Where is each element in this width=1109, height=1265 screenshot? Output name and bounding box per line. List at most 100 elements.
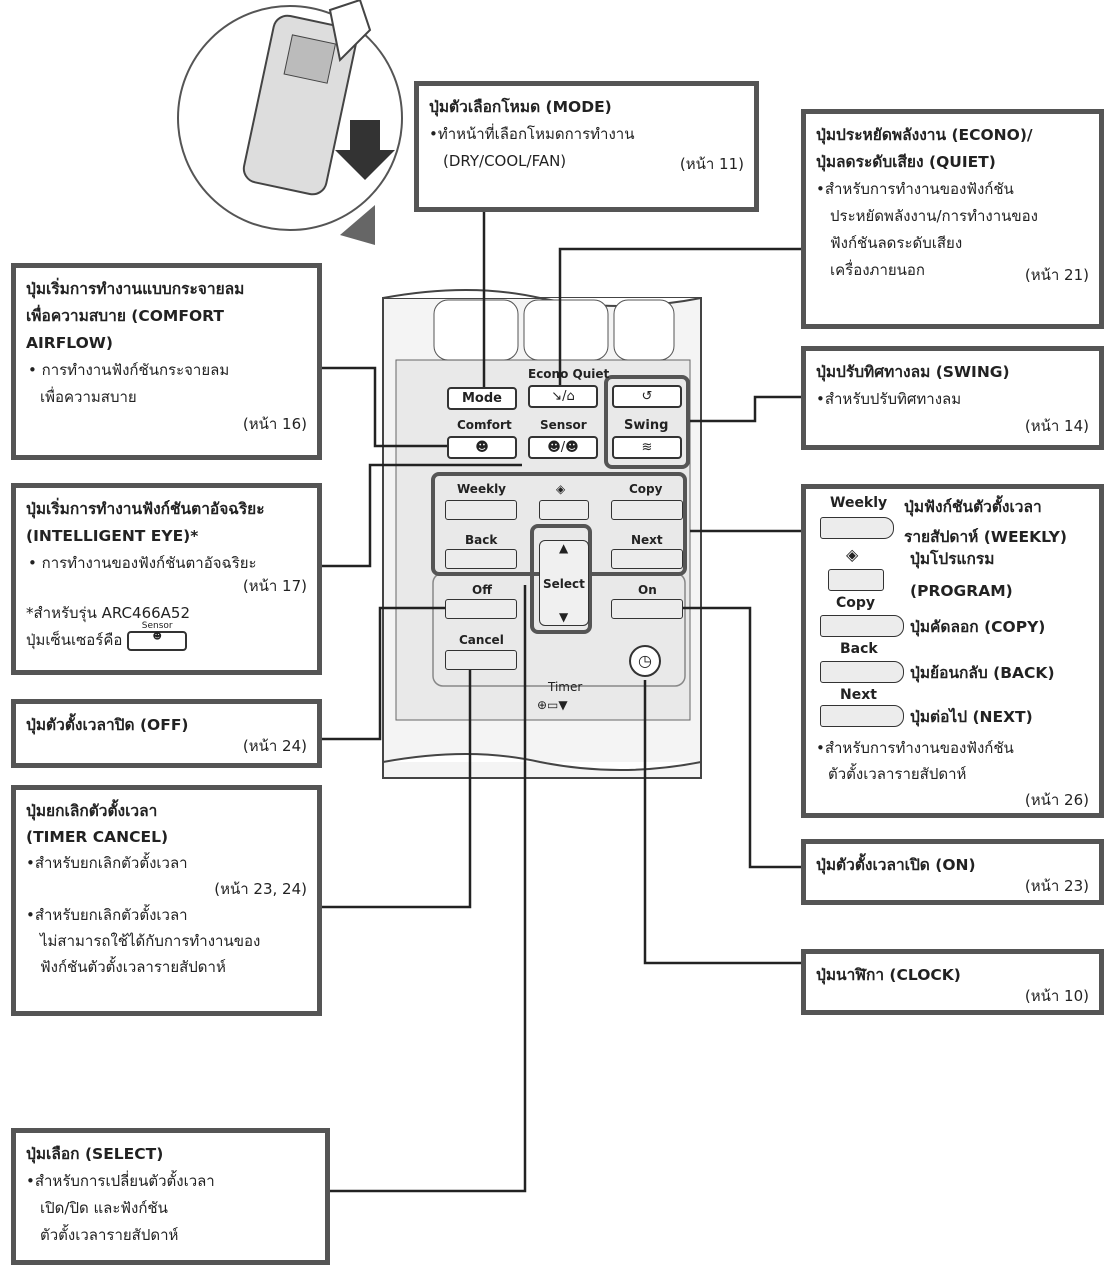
- eye-desc: • การทำงานของฟังก์ชันตาอัจฉริยะ: [28, 554, 257, 572]
- timer-cancel-callout: ปุ่มยกเลิกตัวตั้งเวลา (TIMER CANCEL) •สำ…: [11, 785, 322, 1016]
- comfort-title-1: ปุ่มเริ่มการทำงานแบบกระจายลม: [26, 280, 245, 298]
- econo-quiet-callout: ปุ่มประหยัดพลังงาน (ECONO)/ ปุ่มลดระดับเ…: [801, 109, 1104, 329]
- weekly-legend-callout: Weekly ปุ่มฟังก์ชันตัวตั้งเวลา รายสัปดาห…: [801, 484, 1104, 818]
- legend-weekly-desc-2: รายสัปดาห์ (WEEKLY): [904, 528, 1067, 546]
- swing-desc: •สำหรับปรับทิศทางลม: [816, 390, 962, 408]
- on-timer-button[interactable]: [611, 599, 683, 619]
- econo-quiet-button[interactable]: ↘/⌂: [528, 385, 598, 408]
- cancel-desc-3: ไม่สามารถใช้ได้กับการทำงานของ: [40, 932, 261, 950]
- legend-copy-key: [820, 615, 904, 637]
- cancel-desc-2: •สำหรับยกเลิกตัวตั้งเวลา: [26, 906, 188, 924]
- next-button[interactable]: [611, 549, 683, 569]
- econo-desc-2: ประหยัดพลังงาน/การทำงานของ: [830, 207, 1038, 225]
- select-label: Select: [543, 577, 585, 591]
- on-title: ปุ่มตัวตั้งเวลาเปิด (ON): [816, 856, 976, 874]
- cancel-title-2: (TIMER CANCEL): [26, 828, 169, 846]
- battery-icon: ⊕▭▼: [537, 698, 568, 712]
- legend-next-key-label: Next: [840, 687, 877, 703]
- cancel-timer-button[interactable]: [445, 650, 517, 670]
- clock-button[interactable]: ◷: [629, 645, 661, 677]
- eye-page: (หน้า 17): [242, 577, 307, 595]
- timer-label: Timer: [548, 680, 583, 694]
- swing-page: (หน้า 14): [1024, 417, 1089, 435]
- legend-back-key: [820, 661, 904, 683]
- on-label: On: [638, 583, 657, 597]
- off-title: ปุ่มตัวตั้งเวลาปิด (OFF): [26, 716, 189, 734]
- mode-button[interactable]: Mode: [447, 387, 517, 410]
- legend-copy-desc: ปุ่มคัดลอก (COPY): [910, 618, 1046, 636]
- econo-desc-3: ฟังก์ชันลดระดับเสียง: [830, 234, 963, 252]
- comfort-title-3: AIRFLOW): [26, 334, 113, 352]
- swing-label: Swing: [624, 418, 669, 433]
- econo-desc-1: •สำหรับการทำงานของฟังก์ชัน: [816, 180, 1014, 198]
- eye-title-2: (INTELLIGENT EYE)*: [26, 527, 199, 545]
- comfort-desc-1: • การทำงานฟังก์ชันกระจายลม: [28, 361, 230, 379]
- legend-program-desc-1: ปุ่มโปรแกรม: [910, 550, 995, 568]
- cancel-page: (หน้า 23, 24): [214, 880, 307, 898]
- off-timer-callout: ปุ่มตัวตั้งเวลาปิด (OFF) (หน้า 24): [11, 699, 322, 768]
- comfort-label: Comfort: [457, 418, 512, 432]
- econo-title-2: ปุ่มลดระดับเสียง (QUIET): [816, 153, 996, 171]
- legend-desc-2: ตัวตั้งเวลารายสัปดาห์: [828, 765, 967, 783]
- legend-desc-1: •สำหรับการทำงานของฟังก์ชัน: [816, 739, 1014, 757]
- legend-next-key: [820, 705, 904, 727]
- hand-remote-illustration: [177, 0, 403, 245]
- comfort-airflow-callout: ปุ่มเริ่มการทำงานแบบกระจายลม เพื่อความสบ…: [11, 263, 322, 460]
- select-callout: ปุ่มเลือก (SELECT) •สำหรับการเปลี่ยนตัวต…: [11, 1128, 330, 1265]
- copy-label: Copy: [629, 482, 663, 496]
- on-page: (หน้า 23): [1024, 877, 1089, 895]
- eye-note-2: ปุ่มเซ็นเซอร์คือ Sensor☻: [26, 621, 307, 654]
- econo-page: (หน้า 21): [1024, 266, 1089, 284]
- cancel-desc-4: ฟังก์ชันตัวตั้งเวลารายสัปดาห์: [40, 958, 226, 976]
- off-timer-button[interactable]: [445, 599, 517, 619]
- swing-callout: ปุ่มปรับทิศทางลม (SWING) •สำหรับปรับทิศท…: [801, 346, 1104, 450]
- legend-weekly-desc-1: ปุ่มฟังก์ชันตัวตั้งเวลา: [904, 498, 1042, 516]
- select-desc-2: เปิด/ปิด และฟังก์ชัน: [40, 1199, 168, 1217]
- mode-callout: ปุ่มตัวเลือกโหมด (MODE) •ทำหน้าที่เลือกโ…: [414, 81, 759, 212]
- comfort-title-2: เพื่อความสบาย (COMFORT: [26, 307, 224, 325]
- legend-page: (หน้า 26): [1024, 791, 1089, 809]
- clock-title: ปุ่มนาฬิกา (CLOCK): [816, 966, 961, 984]
- next-label: Next: [631, 533, 663, 547]
- off-page: (หน้า 24): [242, 737, 307, 755]
- legend-weekly-key: [820, 517, 894, 539]
- cancel-title-1: ปุ่มยกเลิกตัวตั้งเวลา: [26, 802, 158, 820]
- comfort-button[interactable]: ☻: [447, 436, 517, 459]
- sensor-small-button: Sensor☻: [127, 621, 188, 651]
- select-desc-1: •สำหรับการเปลี่ยนตัวตั้งเวลา: [26, 1172, 215, 1190]
- program-label: ◈: [556, 482, 566, 496]
- comfort-page: (หน้า 16): [242, 415, 307, 433]
- sensor-label: Sensor: [540, 418, 587, 432]
- eye-note-1: *สำหรับรุ่น ARC466A52: [26, 604, 191, 622]
- swing-vertical-button[interactable]: ↺: [612, 385, 682, 408]
- swing-horizontal-button[interactable]: ≋: [612, 436, 682, 459]
- select-up-icon: ▲: [559, 541, 569, 555]
- comfort-desc-2: เพื่อความสบาย: [40, 388, 137, 406]
- select-title: ปุ่มเลือก (SELECT): [26, 1145, 164, 1163]
- back-button[interactable]: [445, 549, 517, 569]
- legend-weekly-key-label: Weekly: [830, 495, 888, 511]
- program-button[interactable]: [539, 500, 589, 520]
- econo-desc-4: เครื่องภายนอก: [830, 261, 925, 279]
- back-label: Back: [465, 533, 498, 547]
- select-button[interactable]: [539, 540, 589, 626]
- legend-back-key-label: Back: [840, 641, 878, 657]
- weekly-button[interactable]: [445, 500, 517, 520]
- select-desc-3: ตัวตั้งเวลารายสัปดาห์: [40, 1226, 179, 1244]
- legend-copy-key-label: Copy: [836, 595, 876, 611]
- cancel-label: Cancel: [459, 633, 504, 647]
- legend-program-key: [828, 569, 884, 591]
- clock-page: (หน้า 10): [1024, 987, 1089, 1005]
- on-timer-callout: ปุ่มตัวตั้งเวลาเปิด (ON) (หน้า 23): [801, 839, 1104, 905]
- intelligent-eye-callout: ปุ่มเริ่มการทำงานฟังก์ชันตาอัจฉริยะ (INT…: [11, 483, 322, 675]
- eye-title-1: ปุ่มเริ่มการทำงานฟังก์ชันตาอัจฉริยะ: [26, 500, 265, 518]
- econo-label: Econo Quiet: [528, 367, 610, 381]
- cancel-desc-1: •สำหรับยกเลิกตัวตั้งเวลา: [26, 854, 188, 872]
- copy-button[interactable]: [611, 500, 683, 520]
- econo-title-1: ปุ่มประหยัดพลังงาน (ECONO)/: [816, 126, 1033, 144]
- legend-next-desc: ปุ่มต่อไป (NEXT): [910, 708, 1033, 726]
- legend-program-desc-2: (PROGRAM): [910, 582, 1013, 600]
- weekly-label: Weekly: [457, 482, 507, 496]
- legend-program-icon: ◈: [846, 545, 859, 564]
- sensor-button[interactable]: ☻/☻: [528, 436, 598, 459]
